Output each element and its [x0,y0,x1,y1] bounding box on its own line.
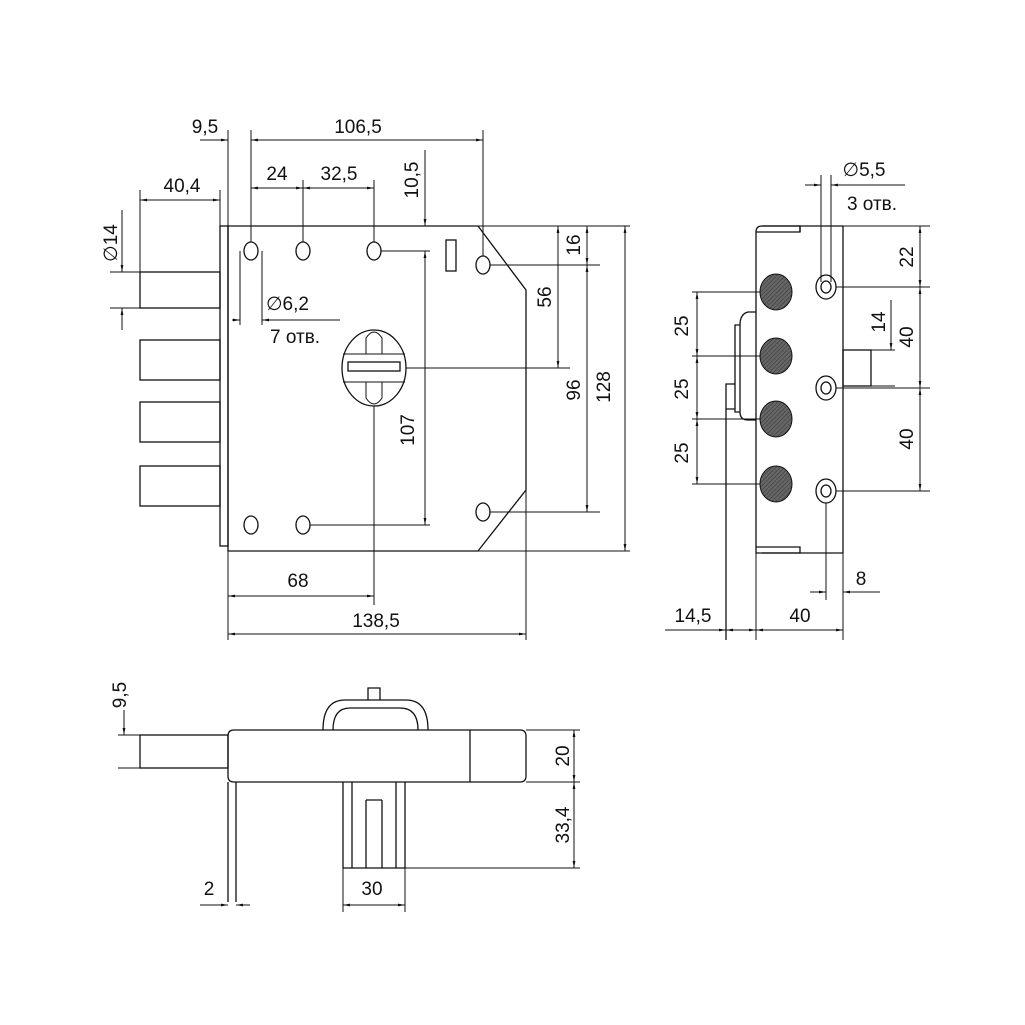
side-dimension-lines [665,175,930,640]
dim-side-hole-count: 3 отв. [847,194,897,215]
front-view: 9,5 106,5 40,4 24 32,5 10,5 ∅14 ∅6,2 7 о… [101,117,630,640]
dim-hole-pitch-2: 32,5 [321,164,358,185]
dim-side-hole-diameter: ∅5,5 [843,160,886,181]
cylinder-box [342,782,406,869]
dim-top-offset: 10,5 [402,162,423,199]
faceplate-holes [815,274,837,504]
dim-hole-count: 7 отв. [270,327,320,348]
dim-hole-offset: 8 [856,569,867,590]
dim-top-hole: 22 [897,246,918,267]
dim-hole-pitch-2: 40 [897,428,918,449]
dim-cylinder-height: 56 [535,286,556,307]
bolt-sections [759,273,793,503]
dim-hole-pitch-1: 40 [897,326,918,347]
bolt-1 [139,271,221,309]
dim-bolt-pitch-1: 25 [672,315,693,336]
dim-bolt-diameter: ∅14 [101,224,122,262]
dim-plate-width: 138,5 [352,611,400,632]
slot [445,239,457,272]
dim-flange: 2 [204,879,215,900]
side-view: ∅5,5 3 отв. 22 14 40 40 25 25 25 14,5 40… [665,160,930,640]
cylinder-rosette [322,687,429,731]
bolt-4 [139,465,221,507]
dim-bolt-projection: 40,4 [164,176,201,197]
dim-bolt-pitch-3: 25 [672,442,693,463]
faceplate [755,225,844,554]
dim-bolt-thickness: 9,5 [110,682,131,708]
dim-plate-height: 128 [594,371,615,403]
flange [227,782,237,902]
cylinder-hole [341,329,407,407]
faceplate-edge [219,225,229,547]
dim-hole-span: 106,5 [334,117,382,138]
bottom-dimension-lines [118,710,580,912]
dim-right-offset: 16 [564,234,585,255]
dim-hole-vertical: 107 [398,414,419,446]
dim-bolt-pitch-2: 25 [672,378,693,399]
dim-right-holes: 96 [564,379,585,400]
mounting-holes [243,241,491,535]
dim-cylinder-offset: 14,5 [675,606,712,627]
dim-body-thickness: 20 [553,745,574,766]
lock-body [227,729,527,783]
dim-hole-pitch-1: 24 [266,164,288,185]
dim-backset-offset: 9,5 [192,117,218,138]
dim-box-depth: 33,4 [553,806,574,843]
bolt-3 [139,401,221,443]
dim-box-width: 30 [361,879,382,900]
cylinder-profile [725,311,756,640]
dim-faceplate-width: 40 [789,606,810,627]
dim-hole-diameter: ∅6,2 [266,294,309,315]
lock-plate [227,225,527,552]
latch [842,349,872,387]
bottom-view: 9,5 20 33,4 2 30 [110,682,580,912]
dim-latch: 14 [869,311,890,333]
bolt [139,734,229,769]
dim-backset: 68 [287,571,308,592]
front-dimension-lines [110,130,630,640]
bolt-2 [139,339,221,381]
